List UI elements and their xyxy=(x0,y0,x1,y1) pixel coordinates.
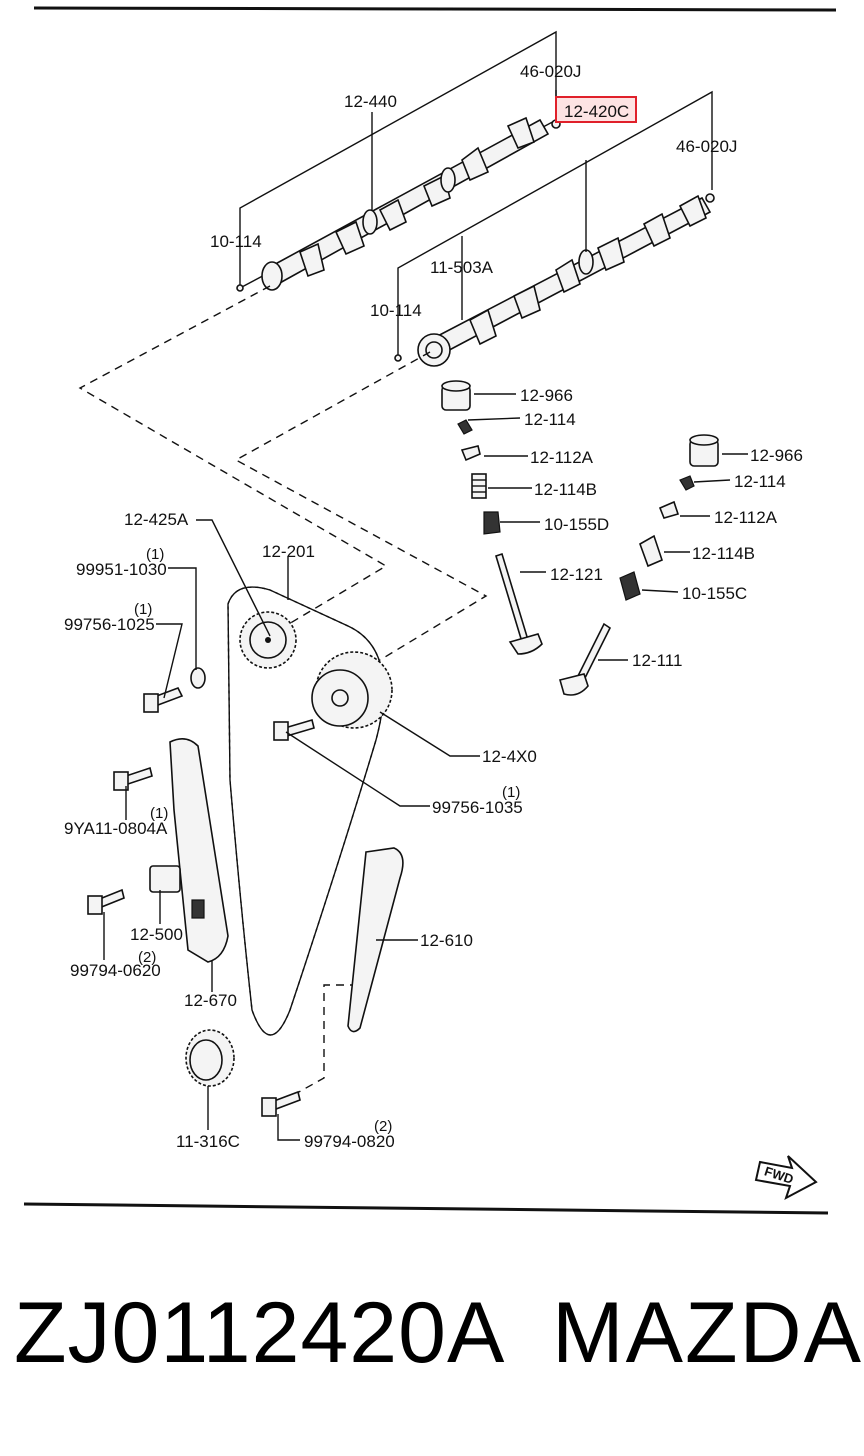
qty-99794-0620: (2) xyxy=(138,949,156,966)
camshaft-lower[interactable] xyxy=(417,194,712,367)
label-12-425A[interactable]: 12-425A xyxy=(124,510,189,529)
retainer-12-112A-b[interactable] xyxy=(658,500,680,519)
label-10-114-upper[interactable]: 10-114 xyxy=(210,232,262,251)
label-99756-1025[interactable]: 99756-1025 xyxy=(64,615,155,634)
label-12-500[interactable]: 12-500 xyxy=(130,925,183,944)
label-12-114B-a[interactable]: 12-114B xyxy=(534,480,597,499)
bolt-99756-1035[interactable] xyxy=(273,718,315,741)
valve-12-121[interactable] xyxy=(495,552,543,655)
label-12-4X0[interactable]: 12-4X0 xyxy=(482,747,537,766)
label-99951-1030[interactable]: 99951-1030 xyxy=(76,560,167,579)
dashed-guides xyxy=(78,285,488,1099)
label-46-020J-lower[interactable]: 46-020J xyxy=(676,137,737,156)
label-12-112A-b[interactable]: 12-112A xyxy=(714,508,778,527)
label-12-114-a[interactable]: 12-114 xyxy=(524,410,576,429)
bolt-99794-0620[interactable] xyxy=(87,888,125,915)
qty-9YA11-0804A: (1) xyxy=(150,805,168,822)
tensioner-12-500[interactable] xyxy=(149,865,205,919)
valve-12-111[interactable] xyxy=(559,622,612,696)
crank-sprocket-11-316C[interactable] xyxy=(185,1029,235,1087)
label-12-440[interactable]: 12-440 xyxy=(344,92,397,111)
spring-12-114B-b[interactable] xyxy=(639,534,663,568)
camshaft-upper[interactable] xyxy=(239,116,561,291)
highlight-box xyxy=(555,96,637,123)
label-12-111[interactable]: 12-111 xyxy=(632,651,682,670)
pin-46-020J-lower[interactable] xyxy=(705,193,715,203)
top-border xyxy=(33,6,837,12)
fwd-arrow-icon: FWD xyxy=(754,1155,818,1201)
label-12-114B-b[interactable]: 12-114B xyxy=(692,544,755,563)
qty-99951-1030: (1) xyxy=(146,546,164,563)
bolt-99794-0820[interactable] xyxy=(261,1090,301,1117)
keeper-12-114-a[interactable] xyxy=(457,419,473,435)
washer-99951-1030[interactable] xyxy=(190,667,206,689)
label-10-114-lower[interactable]: 10-114 xyxy=(370,301,422,320)
label-46-020J-upper[interactable]: 46-020J xyxy=(520,62,581,81)
seal-10-155C[interactable] xyxy=(619,571,641,601)
brand-name: MAZDA xyxy=(552,1285,863,1381)
camshaft-leaders xyxy=(239,30,713,358)
label-12-114-b[interactable]: 12-114 xyxy=(734,472,786,491)
retainer-12-112A-a[interactable] xyxy=(460,445,481,462)
seal-10-155D[interactable] xyxy=(483,511,501,535)
spring-12-114B-a[interactable] xyxy=(471,473,487,499)
sprocket-12-425A[interactable] xyxy=(239,611,297,669)
label-10-155D[interactable]: 10-155D xyxy=(544,515,609,534)
part-number: ZJ0112420A xyxy=(14,1285,506,1381)
label-11-316C[interactable]: 11-316C xyxy=(176,1132,240,1151)
label-9YA11-0804A[interactable]: 9YA11-0804A xyxy=(64,819,168,838)
part-leaders xyxy=(103,393,748,1141)
bolt-99756-1025[interactable] xyxy=(143,686,184,713)
tappet-12-966-a[interactable] xyxy=(441,380,471,411)
chain-guide-12-670[interactable] xyxy=(169,738,229,963)
label-99794-0820[interactable]: 99794-0820 xyxy=(304,1132,395,1151)
bottom-border xyxy=(23,1202,829,1215)
parts-diagram: 46-020J 12-440 12-420C 46-020J 10-114 11… xyxy=(23,6,837,1215)
variable-timing-12-4X0[interactable] xyxy=(311,651,393,729)
label-12-420C[interactable]: 12-420C xyxy=(564,102,629,121)
label-99794-0620[interactable]: 99794-0620 xyxy=(70,961,161,980)
qty-99794-0820: (2) xyxy=(374,1118,392,1135)
label-12-670[interactable]: 12-670 xyxy=(184,991,237,1010)
qty-99756-1035: (1) xyxy=(502,784,520,801)
tappet-12-966-b[interactable] xyxy=(689,434,719,467)
label-12-112A-a[interactable]: 12-112A xyxy=(530,448,594,467)
label-12-201[interactable]: 12-201 xyxy=(262,542,315,561)
keeper-12-114-b[interactable] xyxy=(679,475,695,491)
label-12-610[interactable]: 12-610 xyxy=(420,931,473,950)
pin-10-114-lower[interactable] xyxy=(394,354,402,362)
label-12-121[interactable]: 12-121 xyxy=(550,565,603,584)
footer: ZJ0112420A MAZDA xyxy=(0,1290,864,1410)
tensioner-arm-12-610[interactable] xyxy=(347,847,404,1033)
qty-99756-1025: (1) xyxy=(134,601,152,618)
label-12-966-a[interactable]: 12-966 xyxy=(520,386,573,405)
label-11-503A[interactable]: 11-503A xyxy=(430,258,494,277)
label-99756-1035[interactable]: 99756-1035 xyxy=(432,798,523,817)
pin-10-114-upper[interactable] xyxy=(236,284,244,292)
bolt-9YA11-0804A[interactable] xyxy=(113,766,153,791)
label-12-966-b[interactable]: 12-966 xyxy=(750,446,803,465)
label-10-155C[interactable]: 10-155C xyxy=(682,584,747,603)
